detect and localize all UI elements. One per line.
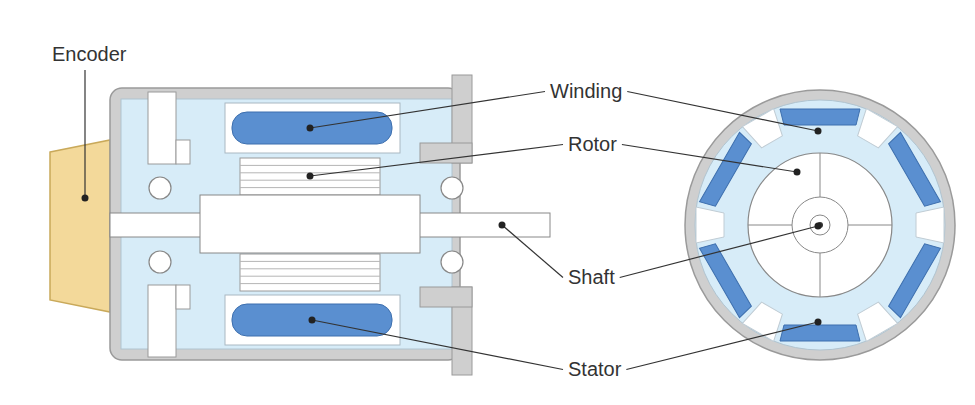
- bearing: [149, 251, 171, 273]
- leader-dot: [815, 128, 822, 135]
- stator-core: [225, 103, 400, 153]
- shaft-end: [792, 197, 848, 253]
- leader-dot: [499, 222, 506, 229]
- housing-ring: [685, 90, 955, 360]
- lamination-line: [240, 261, 380, 262]
- part-label: Shaft: [568, 266, 615, 289]
- stator-gaps: [696, 109, 944, 342]
- leader-line: [622, 145, 797, 173]
- rotor-core: [240, 254, 380, 291]
- leader-line: [502, 225, 563, 278]
- leader-dot: [815, 319, 822, 326]
- end-cap: [176, 140, 190, 164]
- flange: [420, 143, 472, 163]
- part-label: Winding: [550, 80, 622, 103]
- lamination-line: [240, 268, 380, 269]
- spoke: [848, 225, 892, 226]
- shaft-center: [810, 215, 830, 235]
- leader-line: [626, 322, 818, 370]
- shaft-core: [200, 195, 420, 253]
- leader-dot: [815, 223, 822, 230]
- spoke: [820, 253, 821, 297]
- rotor-core: [240, 158, 380, 195]
- lamination-line: [240, 165, 380, 166]
- slot-gap: [916, 207, 944, 243]
- bearing: [149, 177, 171, 199]
- leader-line: [84, 70, 85, 198]
- stator-winding: [887, 240, 941, 317]
- leader-dot: [307, 125, 314, 132]
- leader-line: [310, 145, 563, 177]
- encoder-body: [50, 140, 110, 312]
- stator-winding: [700, 132, 754, 209]
- part-label: Rotor: [568, 133, 617, 156]
- leader-line: [627, 92, 818, 132]
- flange: [420, 287, 472, 307]
- leader-dot: [309, 317, 316, 324]
- part-label: Encoder: [52, 43, 127, 66]
- winding-coil: [232, 112, 392, 144]
- lamination-line: [240, 276, 380, 277]
- leader-line: [312, 320, 563, 370]
- stator-teeth: [700, 109, 941, 341]
- stator-interior: [695, 100, 945, 350]
- stator-winding: [700, 240, 754, 317]
- rotor-disc: [748, 153, 892, 297]
- side-view: [50, 75, 550, 375]
- spoke: [748, 225, 792, 226]
- end-cap: [148, 285, 176, 357]
- bearings: [149, 177, 463, 273]
- end-view: [685, 90, 955, 360]
- lamination-line: [240, 187, 380, 188]
- leader-dot: [82, 195, 89, 202]
- leader-dot: [307, 173, 314, 180]
- bearing: [441, 251, 463, 273]
- rotor-spokes: [748, 153, 892, 297]
- stator-core: [225, 295, 400, 345]
- slot-gap: [696, 207, 724, 243]
- leader-line: [620, 226, 818, 278]
- stator-winding: [887, 132, 941, 209]
- lamination-line: [240, 180, 380, 181]
- end-cap: [148, 92, 176, 164]
- part-label: Stator: [568, 358, 621, 381]
- bearing: [441, 177, 463, 199]
- leader-line: [310, 92, 545, 129]
- stator-winding: [780, 109, 860, 125]
- stator-winding: [780, 325, 860, 341]
- lamination-line: [240, 283, 380, 284]
- spoke: [820, 153, 821, 197]
- leader-dot: [794, 169, 801, 176]
- end-cap: [176, 285, 190, 309]
